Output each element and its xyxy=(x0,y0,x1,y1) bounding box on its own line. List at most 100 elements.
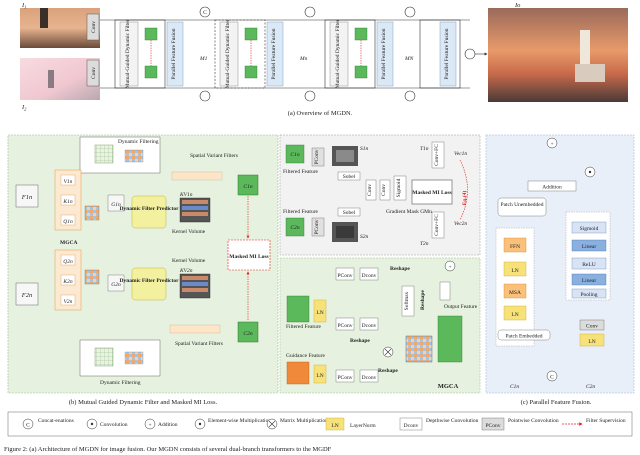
kernel-volume-top: Kernel Volume xyxy=(172,229,206,235)
concat-icon-1 xyxy=(199,6,211,18)
k2n: K2n xyxy=(62,279,72,285)
legend-bar: C Concat-enations Convolution + Addition… xyxy=(7,411,633,437)
mi-c1n: C1n xyxy=(290,152,299,158)
legend-pconv: Pointwise Convolution xyxy=(508,418,559,424)
pff-pooling: Pooling xyxy=(580,292,597,298)
mi-filtered-feature-2: Filtered Feature xyxy=(283,209,319,215)
mi-vec2n: Vec2n xyxy=(454,221,467,227)
mgca-output-feature: Output Feature xyxy=(444,304,478,310)
legend-ln-symbol: LN xyxy=(331,423,338,429)
mi-conv-1: Conv xyxy=(367,184,373,196)
concat-icon-3 xyxy=(304,6,316,18)
mgca-output-cube xyxy=(437,315,463,363)
mgca-dconv-1: Dconv xyxy=(362,273,377,279)
panel-masked-mi: C1n Filtered Feature C2n Filtered Featur… xyxy=(279,134,481,256)
mgca-label: MGCA xyxy=(60,240,77,246)
pff-ln-1: LN xyxy=(511,268,518,274)
mgca-guidance-feature: Guidance Feature xyxy=(286,353,325,359)
label-i1: I1 xyxy=(21,2,26,10)
pff-linear-1: Linear xyxy=(582,244,597,250)
pff-msa: MSA xyxy=(509,290,521,296)
mgca-filtered-cube xyxy=(286,295,310,323)
pff-ln-3: LN xyxy=(588,339,595,345)
concat-icon-4 xyxy=(304,90,316,102)
figure-caption: Figure 2: (a) Architecture of MGDN for i… xyxy=(4,446,332,453)
svf-bottom: Spatial Variant Filters xyxy=(175,341,223,347)
pff-label-1: Parallel Feature Fusion xyxy=(171,28,177,79)
mi-filtered-feature-1: Filtered Feature xyxy=(283,169,319,175)
conv-label-1: Conv xyxy=(91,21,97,33)
caption-a: (a) Overview of MGDN. xyxy=(288,110,353,117)
mask-mN: MN xyxy=(404,56,414,62)
mi-sigmoid: Sigmoid xyxy=(396,178,402,197)
panel-mgca: Filtered Feature Guidance Feature LN LN … xyxy=(279,257,481,394)
mgca-pconv-1: PConv xyxy=(338,273,353,279)
concat-icon-out xyxy=(464,48,476,60)
mi-eq4: Eq.(4) xyxy=(461,191,468,206)
g1n-box: G1n xyxy=(111,202,121,208)
mi-masked-loss: Masked MI Loss xyxy=(412,190,451,196)
v1n: V1n xyxy=(64,179,73,185)
concat-icon-2 xyxy=(199,90,211,102)
mi-pconv-1: PConv xyxy=(314,149,320,164)
overview-panel: I1 I2 Conv Conv Mutual-Guided Dynamic Fi… xyxy=(20,2,628,117)
dyn-filtering-top: Dynamic Filtering xyxy=(118,139,159,145)
legend-pconv-symbol: PConv xyxy=(486,423,501,429)
dfp-bottom: Dynamic Filter Predictor xyxy=(119,278,179,284)
legend-mm: Matrix Multiplication xyxy=(280,418,328,424)
mgdf-block-3 xyxy=(324,19,376,89)
mi-gradient-mask: Gradient Mask GMn xyxy=(386,209,432,215)
k1n: K1n xyxy=(62,199,72,205)
mgca-ln-1: LN xyxy=(316,310,323,316)
pff-linear-2: Linear xyxy=(582,278,597,284)
pff-label-4: Parallel Feature Fusion xyxy=(444,28,450,79)
q1n: Q1n xyxy=(63,219,73,225)
mi-sobel-2: Sobel xyxy=(343,210,356,216)
conv-label-2: Conv xyxy=(91,67,97,79)
concat-label: C xyxy=(203,10,207,16)
masked-mi-b: Masked MI Loss xyxy=(229,254,268,260)
mi-s2n: S2n xyxy=(360,234,369,240)
panel-b-mgdf: Dynamic Filtering Spatial Variant Filter… xyxy=(7,134,279,406)
f1n-box: F1n xyxy=(21,194,32,201)
pff-ffn: FFN xyxy=(510,244,520,250)
mgca-softmax: Softmax xyxy=(403,291,410,310)
label-io: Io xyxy=(514,2,521,9)
kernel-volume-bottom: Kernel Volume xyxy=(172,258,206,264)
v2n: V2n xyxy=(64,299,73,305)
mi-vec1n: Vec1n xyxy=(454,151,467,157)
pff-relu: ReLU xyxy=(582,262,595,268)
mask-mn: Mn xyxy=(299,56,308,62)
pff-label-3: Parallel Feature Fusion xyxy=(381,28,387,79)
legend-concat: Concat-enations xyxy=(38,418,74,424)
mgdf-block-2 xyxy=(214,19,266,89)
mgca-reshape-4: Reshape xyxy=(420,290,426,310)
legend-ln: LayerNorm xyxy=(350,423,376,429)
output-image xyxy=(488,8,628,102)
input-image-2 xyxy=(20,58,100,100)
kv2n: KV2n xyxy=(179,268,193,274)
legend-addition-icon xyxy=(144,418,156,430)
mgca-dconv-3: Dconv xyxy=(362,375,377,381)
svg-text:+: + xyxy=(148,423,151,429)
mgca-ln-2: LN xyxy=(316,373,323,379)
mgca-guidance-cube xyxy=(286,361,310,385)
mi-t2n: T2n xyxy=(420,241,429,247)
pff-label-2: Parallel Feature Fusion xyxy=(271,28,277,79)
mgca-reshape-2: Reshape xyxy=(350,338,370,344)
mgdf-block-1 xyxy=(114,19,166,89)
pff-concat-label: C xyxy=(550,375,554,381)
pff-conv: Conv xyxy=(586,324,598,330)
caption-b: (b) Mutual Guided Dynamic Filter and Mas… xyxy=(69,399,218,406)
pff-c1n: C1n xyxy=(510,384,519,390)
caption-c: (c) Parallel Feature Fusion. xyxy=(521,399,592,406)
mi-convfc-1: Conv+FC xyxy=(434,144,440,166)
mgca-reshape-3: Reshape xyxy=(378,368,398,374)
mi-pconv-2: PConv xyxy=(314,219,320,234)
mgca-filtered-feature: Filtered Feature xyxy=(286,324,322,330)
mgca-add-icon xyxy=(444,260,456,272)
filter-g1-bottom xyxy=(144,65,158,79)
legend-addition: Addition xyxy=(158,422,178,428)
pff-add-icon xyxy=(546,137,558,149)
pff-addition: Addition xyxy=(542,185,562,191)
